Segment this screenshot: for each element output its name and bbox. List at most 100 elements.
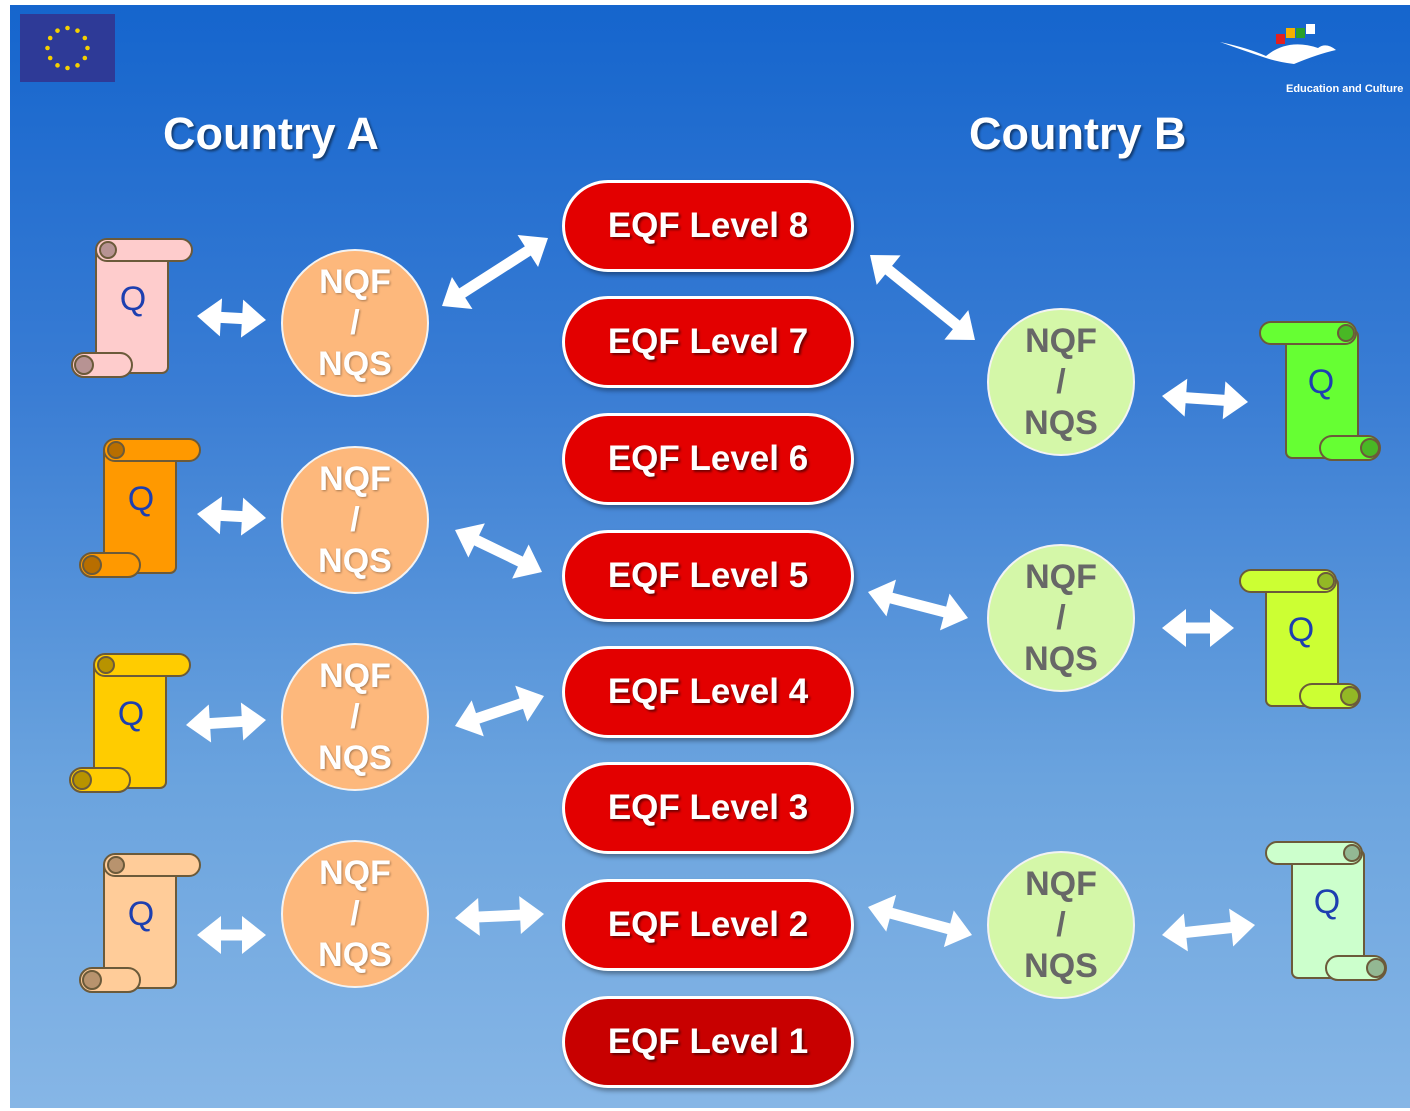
qualification-scroll-country-b-2: Q: [1236, 566, 1366, 716]
eu-star-icon: [75, 63, 80, 68]
qualification-scroll-icon: [1265, 841, 1387, 981]
eu-star-icon: [45, 45, 50, 51]
double-headed-arrow-icon: [1162, 609, 1234, 647]
nqs-label: NQS: [1024, 946, 1098, 985]
qualification-scroll-country-b-1: Q: [1256, 318, 1386, 468]
eqf-level-3: EQF Level 3: [562, 762, 854, 854]
nqf-circle-country-a-1: NQF / NQS: [281, 249, 429, 397]
double-headed-arrow-icon: [186, 702, 266, 743]
scroll-part: [1340, 686, 1360, 706]
scroll-part: [93, 653, 191, 677]
double-headed-arrow-icon: [1162, 378, 1248, 420]
nqf-label: NQF: [319, 656, 391, 695]
nqf-separator: /: [1056, 362, 1066, 401]
scroll-part: [72, 770, 92, 790]
country-b-title: Country B: [969, 108, 1187, 159]
nqs-label: NQS: [1024, 639, 1098, 678]
eu-star-icon: [55, 28, 60, 33]
nqf-circle-country-a-4: NQF / NQS: [281, 840, 429, 988]
qualification-label: Q: [119, 280, 147, 318]
eu-star-icon: [47, 35, 53, 41]
qualification-scroll-country-a-1: Q: [68, 235, 198, 385]
qualification-scroll-icon: [79, 853, 201, 993]
scroll-part: [107, 856, 125, 874]
eu-star-icon: [65, 65, 70, 71]
scroll-part: [1366, 958, 1386, 978]
nqf-circle-country-b-1: NQF / NQS: [987, 308, 1135, 456]
double-headed-arrow-icon: [1162, 908, 1255, 952]
scroll-part: [99, 241, 117, 259]
nqf-circle-country-b-3: NQF / NQS: [987, 851, 1135, 999]
eu-star-icon: [55, 63, 60, 68]
eqf-level-5: EQF Level 5: [562, 530, 854, 622]
qualification-scroll-icon: [69, 653, 191, 793]
eqf-level-4: EQF Level 4: [562, 646, 854, 738]
scroll-part: [1239, 569, 1337, 593]
qualification-label: Q: [117, 695, 145, 733]
nqf-label: NQF: [319, 853, 391, 892]
qualification-scroll-country-a-4: Q: [76, 850, 206, 1000]
eqf-level-8: EQF Level 8: [562, 180, 854, 272]
scroll-part: [103, 438, 201, 462]
nqf-separator: /: [1056, 598, 1066, 637]
nqf-separator: /: [350, 303, 360, 342]
double-headed-arrow-icon: [197, 298, 266, 338]
nqs-label: NQS: [318, 738, 392, 777]
eu-star-icon: [47, 55, 53, 61]
qualification-scroll-icon: [1259, 321, 1381, 461]
nqf-label: NQF: [1025, 864, 1097, 903]
scroll-part: [1343, 844, 1361, 862]
nqf-label: NQF: [319, 459, 391, 498]
qualification-scroll-icon: [71, 238, 193, 378]
qualification-label: Q: [1307, 363, 1335, 401]
education-and-culture-logo-icon: Education and Culture: [1220, 24, 1403, 95]
qualification-label: Q: [127, 895, 155, 933]
nqs-label: NQS: [1024, 403, 1098, 442]
scroll-part: [1360, 438, 1380, 458]
scroll-part: [1317, 572, 1335, 590]
scroll-part: [97, 656, 115, 674]
double-headed-arrow-icon: [455, 685, 544, 737]
qualification-scroll-country-a-3: Q: [66, 650, 196, 800]
nqf-separator: /: [350, 697, 360, 736]
qualification-scroll-icon: [1239, 569, 1361, 709]
double-headed-arrow-icon: [868, 894, 972, 948]
double-headed-arrow-icon: [197, 916, 266, 954]
scroll-part: [95, 238, 193, 262]
nqf-label: NQF: [319, 262, 391, 301]
double-headed-arrow-icon: [442, 234, 548, 310]
country-a-title: Country A: [163, 108, 379, 159]
eqf-level-2: EQF Level 2: [562, 879, 854, 971]
nqf-circle-country-a-3: NQF / NQS: [281, 643, 429, 791]
qualification-label: Q: [127, 480, 155, 518]
double-headed-arrow-icon: [197, 496, 266, 536]
scroll-part: [74, 355, 94, 375]
nqf-label: NQF: [1025, 557, 1097, 596]
qualification-scroll-country-b-3: Q: [1262, 838, 1392, 988]
double-headed-arrow-icon: [455, 896, 544, 936]
double-headed-arrow-icon: [868, 579, 968, 631]
nqf-circle-country-a-2: NQF / NQS: [281, 446, 429, 594]
qualification-label: Q: [1313, 883, 1341, 921]
nqf-circle-country-b-2: NQF / NQS: [987, 544, 1135, 692]
nqf-separator: /: [1056, 905, 1066, 944]
eu-star-icon: [85, 45, 90, 51]
nqs-label: NQS: [318, 541, 392, 580]
scroll-part: [1265, 841, 1363, 865]
scroll-part: [1337, 324, 1355, 342]
logo-caption: Education and Culture: [1286, 83, 1403, 95]
nqf-separator: /: [350, 500, 360, 539]
eu-star-icon: [82, 55, 88, 61]
eqf-level-7: EQF Level 7: [562, 296, 854, 388]
scroll-part: [103, 853, 201, 877]
eu-star-icon: [65, 25, 70, 31]
eqf-level-1: EQF Level 1: [562, 996, 854, 1088]
scroll-part: [107, 441, 125, 459]
eu-flag-icon: [20, 14, 115, 82]
qualification-scroll-icon: [79, 438, 201, 578]
qualification-scroll-country-a-2: Q: [76, 435, 206, 585]
nqf-label: NQF: [1025, 321, 1097, 360]
nqs-label: NQS: [318, 935, 392, 974]
